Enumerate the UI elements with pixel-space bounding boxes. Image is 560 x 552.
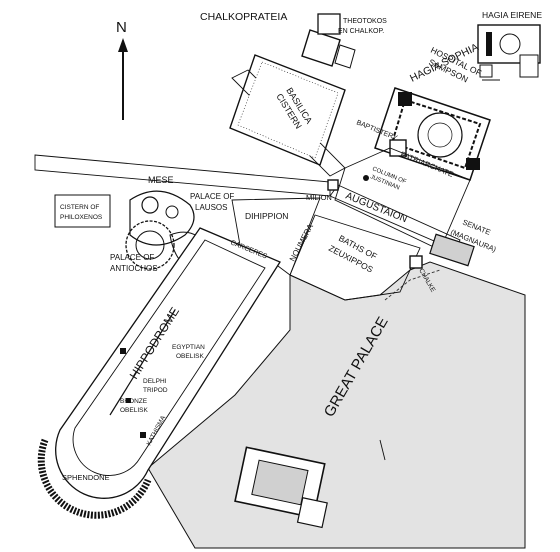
column-justinian-marker [363,175,369,181]
cistern-philoxenos-label-1: CISTERN OF [60,204,99,211]
north-arrow-icon [118,38,128,120]
senate-building [429,233,475,267]
mese-street [34,154,331,197]
basilica-cistern [229,54,346,166]
palace-lausos-label-1: PALACE OF [190,192,234,201]
delphi-tripod-label-1: DELPHI [143,378,167,385]
hagia-eirene-label: HAGIA EIRENE [482,10,542,20]
bronze-obelisk-label-1: BRONZE [120,398,148,405]
noumera-label: NOUMERA [288,222,315,263]
chalke-building [409,255,423,269]
sphendone-label: SPHENDONE [62,473,110,482]
cistern-philoxenos [54,194,111,228]
augustaion-area [334,147,471,251]
milion-marker [327,179,339,191]
north-label: N [116,19,127,36]
hippodrome-structure [37,227,281,519]
great-palace-inner-line [379,439,386,461]
chalkoprateia-label: CHALKOPRATEIA [200,11,287,23]
egyptian-obelisk-label-2: OBELISK [176,353,204,360]
baths-zeuxippos-area [289,214,421,301]
bronze-obelisk-label-2: OBELISK [120,407,148,414]
mese-label: MESE [148,175,174,185]
delphi-tripod-label-2: TRIPOD [143,387,168,394]
palace-antiochos-label-1: PALACE OF [110,253,154,262]
palace-antiochos-label-2: ANTIOCHOS [110,264,158,273]
theotokos-label-2: EN CHALKOP. [338,28,384,35]
theotokos-label-1: THEOTOKOS [343,18,387,25]
theotokos-church [301,13,356,69]
hagia-sophia-building [374,87,491,181]
dihippion-label: DIHIPPION [245,211,288,221]
dihippion-area [231,197,321,276]
palace-lausos-label-2: LAUSOS [195,203,227,212]
egyptian-obelisk-label-1: EGYPTIAN [172,344,205,351]
milion-label: MILION [306,193,332,202]
cistern-philoxenos-label-2: PHILOXENOS [60,214,103,221]
palace-lausos [129,190,195,246]
hagia-eirene-building [477,24,541,78]
palace-building [234,446,328,529]
hospital-building [479,64,500,81]
